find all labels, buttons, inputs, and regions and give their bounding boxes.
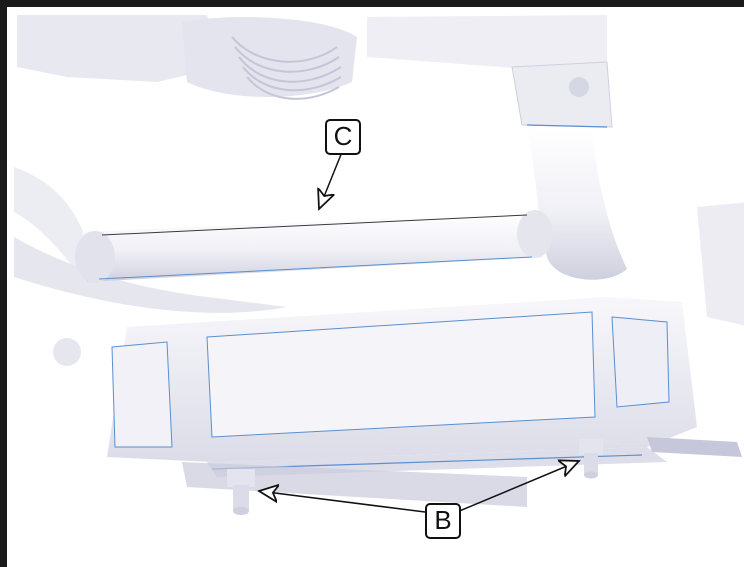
charge-tube [75,210,553,283]
cooler-body [107,297,742,507]
left-pipe [14,167,87,287]
upper-assembly [17,15,613,128]
leader-b-right [456,461,579,513]
leader-b-left [259,491,426,513]
leader-c [319,151,343,209]
callout-label-b: B [425,503,461,539]
cooler-illustration [14,15,744,515]
vertical-tube [527,127,627,280]
mount-bolt-right [579,439,603,479]
leader-lines [259,151,579,513]
mount-bolt-left [227,469,255,515]
callout-label-c: C [325,119,361,155]
